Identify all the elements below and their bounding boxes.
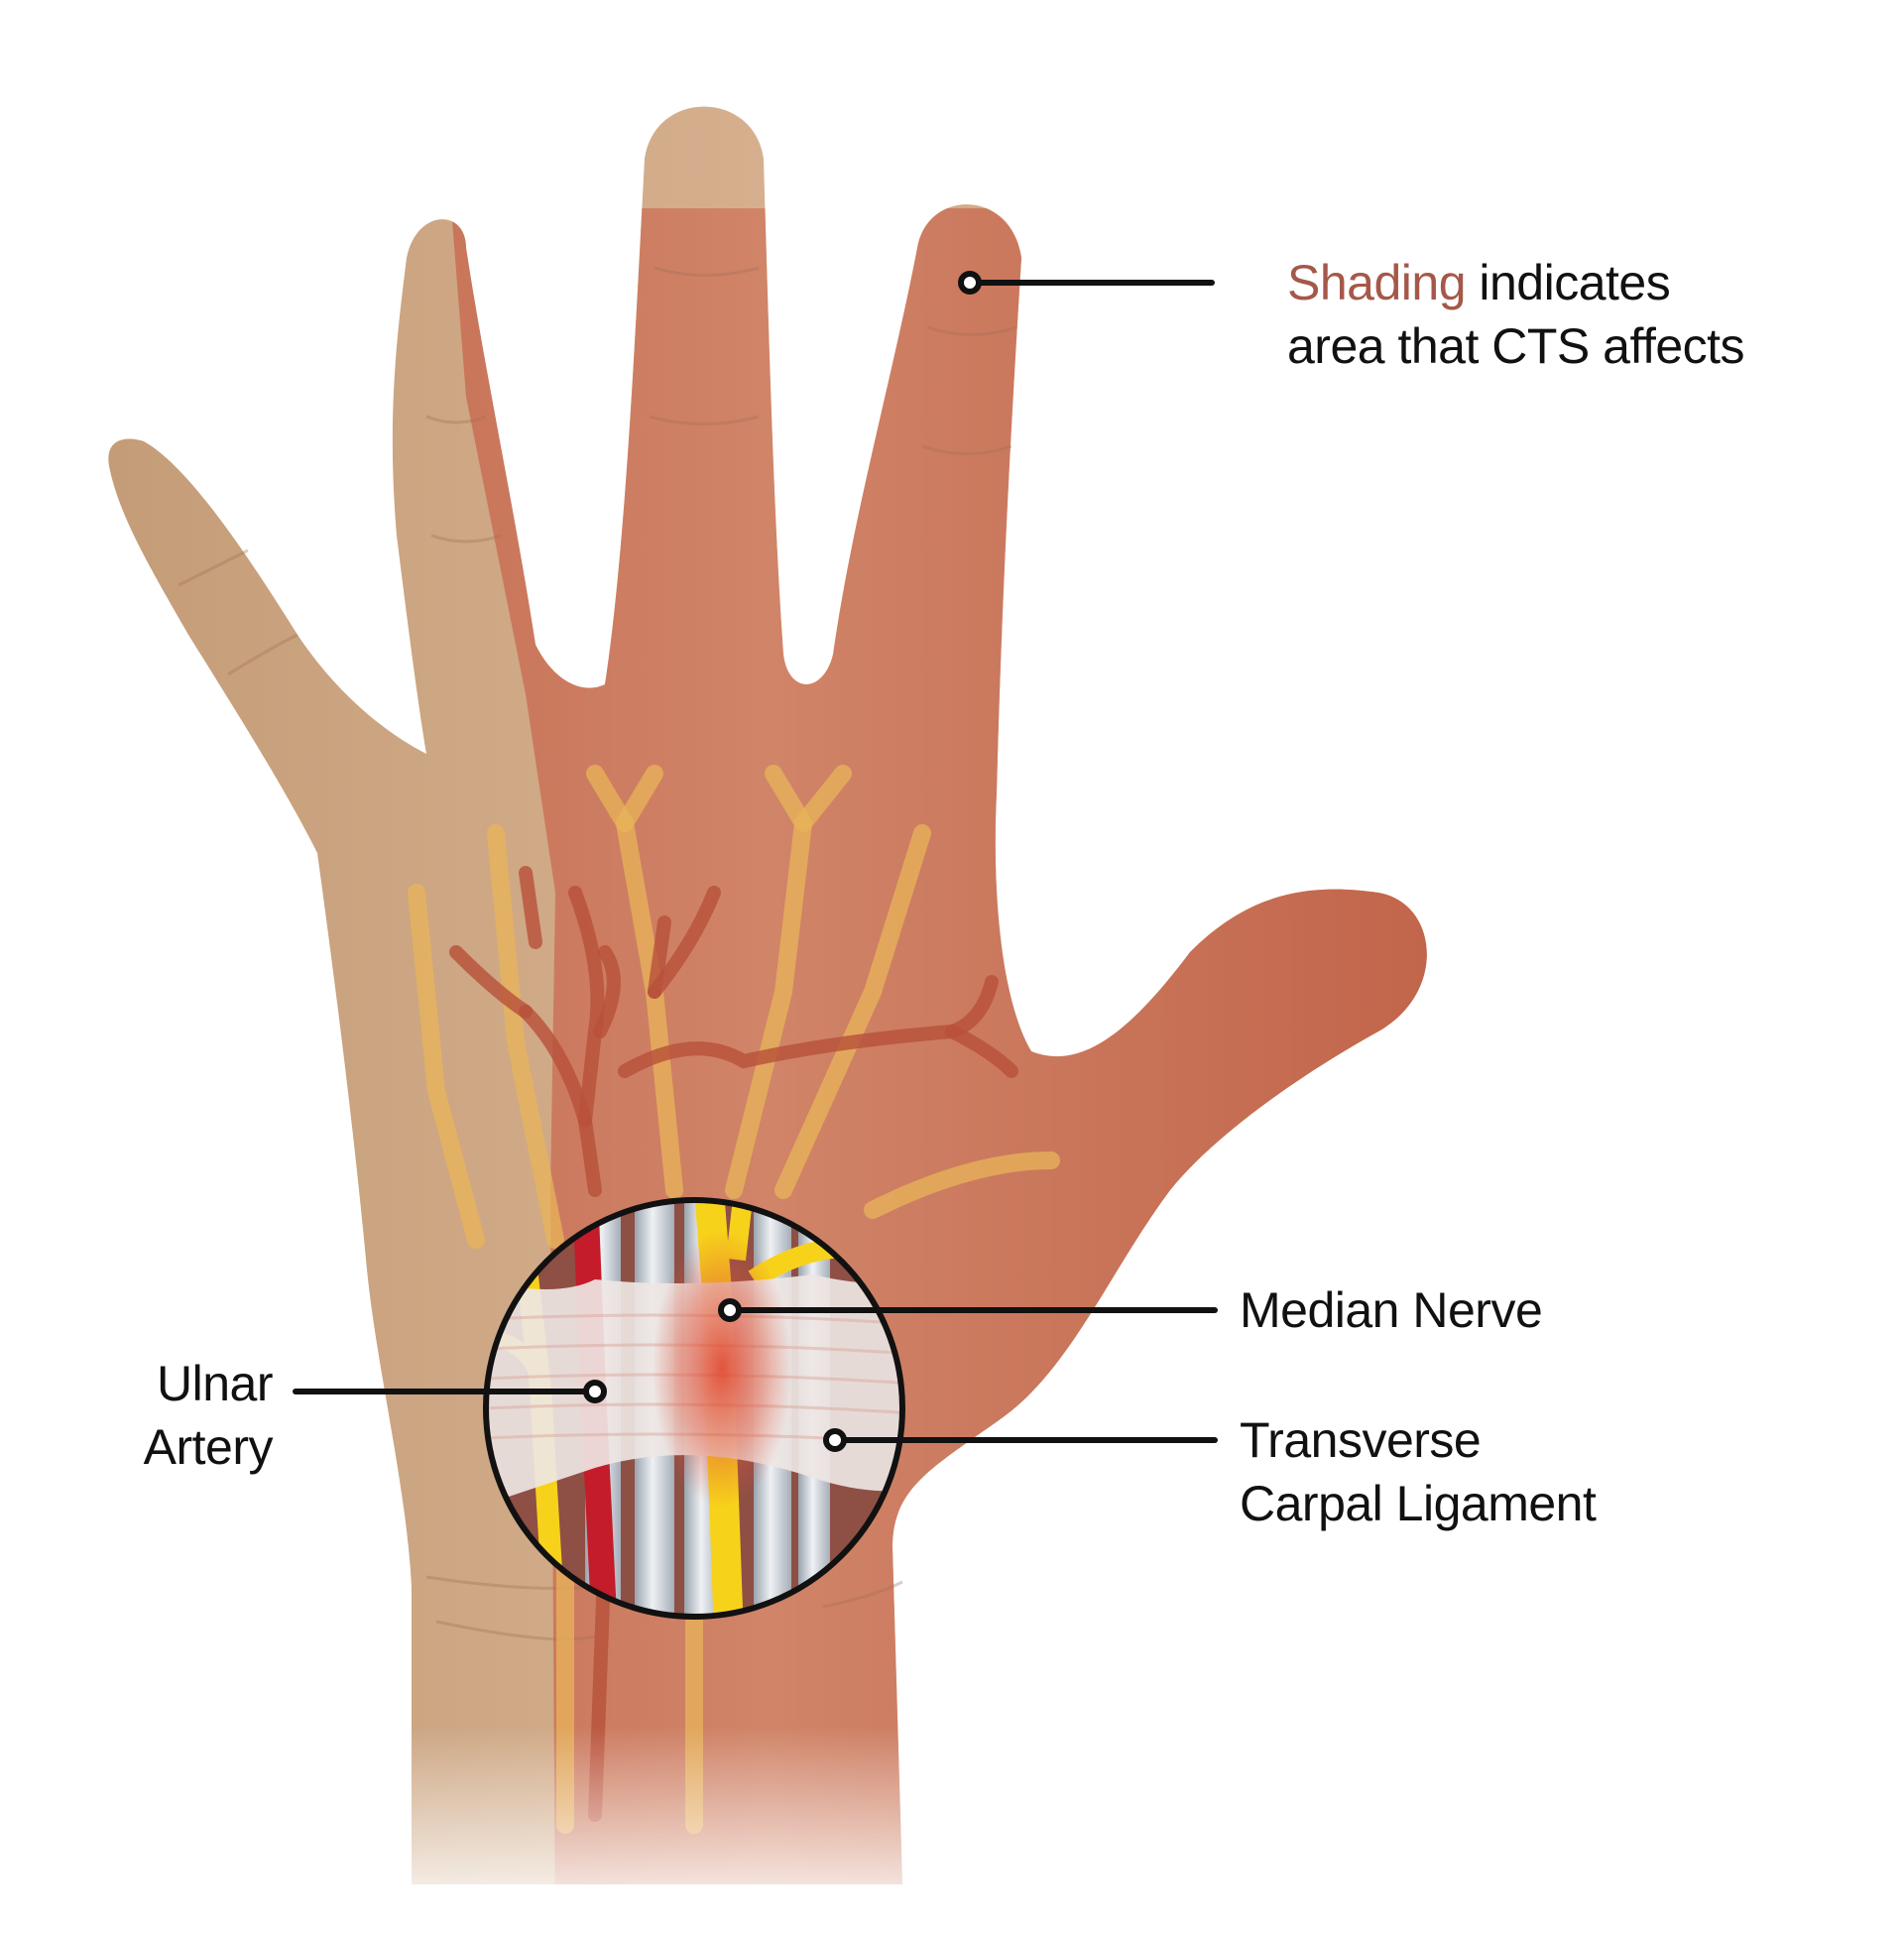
label-ulnar-line2: Artery [143,1419,274,1475]
label-ulnar-artery: Ulnar Artery [79,1352,274,1479]
callout-dot-median-nerve [718,1298,742,1322]
legend-highlight-word: Shading [1287,255,1467,310]
leader-lines [293,280,1218,1443]
legend-line2: area that CTS affects [1287,318,1745,374]
magnifier-circle [483,1197,905,1620]
carpal-tunnel-inset [483,1197,905,1620]
label-transverse-line1: Transverse [1240,1412,1482,1468]
label-transverse-carpal-ligament: Transverse Carpal Ligament [1240,1408,1597,1535]
palmar-arch-arteries [449,866,1018,1822]
callout-dots [583,271,982,1452]
label-ulnar-line1: Ulnar [157,1356,273,1411]
callout-dot-shading [958,271,982,295]
wrist-fade [377,1726,932,1931]
label-transverse-line2: Carpal Ligament [1240,1476,1597,1531]
callout-dot-transverse-ligament [823,1428,847,1452]
digital-nerves [408,765,1060,1834]
callout-dot-ulnar-artery [583,1380,607,1403]
legend-line1-rest: indicates [1466,255,1671,310]
legend-text: Shading indicates area that CTS affects [1287,251,1745,378]
label-median-nerve: Median Nerve [1240,1282,1543,1338]
cts-affected-shading [451,208,1427,1884]
